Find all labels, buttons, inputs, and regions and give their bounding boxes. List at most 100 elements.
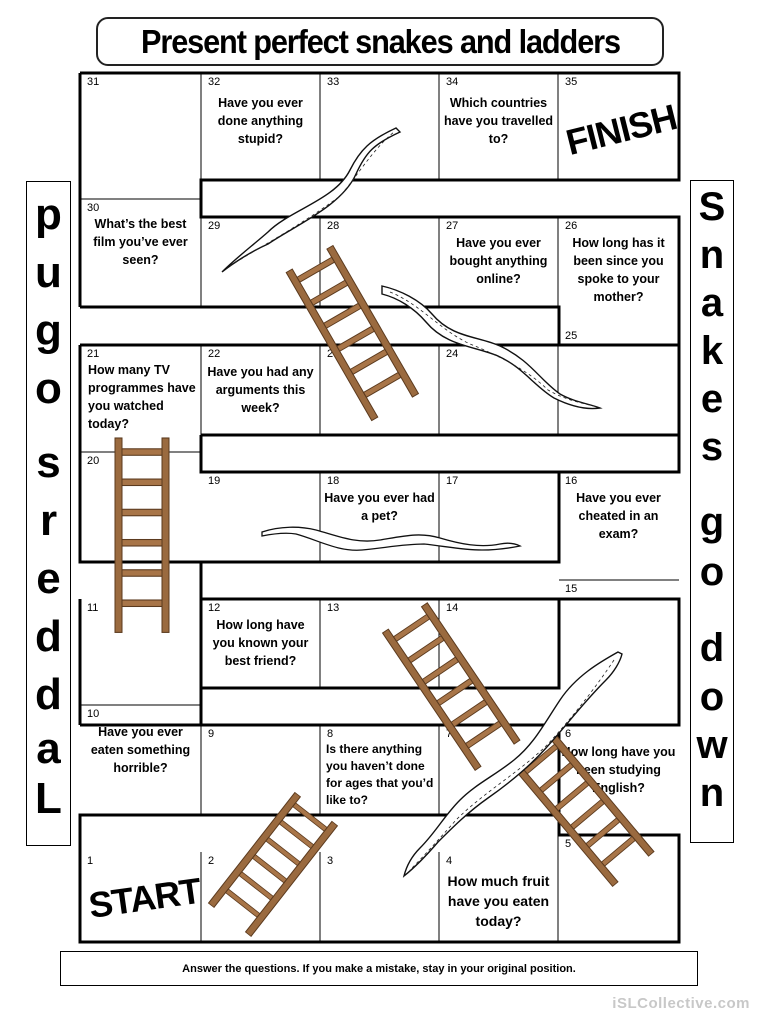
square-number: 26: [565, 220, 578, 232]
square-22: 22 Have you had any arguments this week?: [201, 345, 320, 435]
square-2: 2: [201, 852, 320, 942]
snake: [381, 285, 603, 410]
right-banner-letter: o: [699, 675, 725, 719]
square-1: 1: [80, 852, 201, 942]
snake: [402, 651, 623, 878]
right-banner-letter: d: [699, 626, 725, 670]
right-banner-letter: a: [700, 281, 724, 325]
square-10: 10 Have you ever eaten something horribl…: [80, 705, 201, 815]
left-banner-letter: L: [35, 774, 62, 823]
square-29: 29: [201, 217, 320, 307]
square-number: 10: [87, 708, 100, 720]
square-number: 19: [208, 475, 221, 487]
square-number: 15: [565, 583, 578, 595]
left-banner-letter: e: [36, 554, 61, 603]
square-question: How long has it been since you spoke to …: [572, 236, 665, 304]
square-number: 34: [446, 76, 459, 88]
left-banner-letter: o: [35, 364, 62, 413]
ladder: [114, 437, 170, 633]
square-34: 34 Which countries have you travelled to…: [439, 73, 558, 180]
square-24: 24: [439, 345, 558, 435]
square-32: 32 Have you ever done anything stupid?: [201, 73, 320, 180]
square-35: 35: [558, 73, 679, 180]
square-12: 12 How long have you known your best fri…: [201, 599, 320, 688]
square-9: 9: [201, 725, 320, 815]
right-banner-letter: g: [699, 500, 725, 544]
square-number: 17: [446, 475, 459, 487]
snake: [221, 127, 402, 273]
square-number: 1: [87, 855, 94, 867]
brand-watermark: iSLCollective.com: [612, 995, 750, 1012]
square-26: 26 How long has it been since you spoke …: [558, 217, 679, 327]
title-banner: Present perfect snakes and ladders: [96, 17, 664, 66]
left-banner-letter: u: [35, 248, 62, 297]
square-number: 12: [208, 602, 221, 614]
ladder: [208, 791, 338, 937]
square-number: 6: [565, 728, 572, 740]
square-question: How many TV programmes have you watched …: [88, 363, 196, 431]
square-question: Have you ever had a pet?: [324, 491, 435, 523]
square-18: 18 Have you ever had a pet?: [320, 472, 439, 562]
square-number: 20: [87, 455, 100, 467]
square-25: 25: [558, 327, 679, 435]
square-question: Have you ever bought anything online?: [449, 236, 548, 286]
square-number: 35: [565, 76, 578, 88]
square-13: 13: [320, 599, 439, 688]
right-banner-letter: k: [700, 329, 724, 373]
square-14: 14: [439, 599, 558, 688]
square-question: Have you had any arguments this week?: [207, 365, 314, 415]
square-number: 9: [208, 728, 215, 740]
square-number: 33: [327, 76, 340, 88]
square-33: 33: [320, 73, 439, 180]
square-question: How much fruit have you eaten today?: [447, 873, 550, 929]
square-question: What’s the best film you’ve ever seen?: [93, 217, 188, 267]
square-5: 5: [558, 835, 679, 942]
square-number: 4: [446, 855, 453, 867]
square-3: 3: [320, 852, 439, 942]
square-27: 27 Have you ever bought anything online?: [439, 217, 558, 307]
left-banner-letter: a: [36, 724, 61, 773]
left-banner-letter: s: [36, 438, 61, 487]
square-number: 21: [87, 348, 100, 360]
square-4: 4 How much fruit have you eaten today?: [439, 852, 558, 942]
square-16: 16 Have you ever cheated in an exam?: [558, 472, 679, 580]
square-number: 28: [327, 220, 340, 232]
square-11: 11: [80, 599, 201, 705]
left-banner-letter: g: [35, 306, 62, 355]
square-question: Have you ever eaten something horrible?: [90, 725, 191, 775]
right-banner-letter: w: [696, 723, 728, 767]
square-question: Have you ever done anything stupid?: [217, 96, 304, 146]
square-7: 7: [439, 725, 558, 815]
right-banner-letter: n: [699, 233, 725, 277]
square-number: 7: [446, 728, 453, 740]
square-number: 18: [327, 475, 340, 487]
square-number: 3: [327, 855, 334, 867]
square-number: 30: [87, 202, 100, 214]
left-banner-letter: r: [39, 496, 58, 545]
right-banner-letter: o: [699, 550, 725, 594]
left-banner-letter: d: [35, 670, 62, 719]
right-banner-letter: n: [699, 771, 725, 815]
square-31: 31: [80, 73, 201, 180]
square-number: 25: [565, 330, 578, 342]
square-30: 30 What’s the best film you’ve ever seen…: [80, 199, 201, 307]
square-number: 29: [208, 220, 221, 232]
square-6: 6 How long have you been studying Englis…: [558, 725, 679, 835]
square-21: 21 How many TV programmes have you watch…: [80, 345, 201, 452]
square-number: 8: [327, 728, 334, 740]
square-number: 14: [446, 602, 459, 614]
square-number: 5: [565, 838, 572, 850]
square-17: 17: [439, 472, 558, 562]
square-number: 32: [208, 76, 221, 88]
square-8: 8 Is there anything you haven’t done for…: [320, 725, 439, 815]
left-banner-letter: p: [35, 190, 62, 239]
square-question: How long have you been studying English?: [561, 745, 676, 795]
square-number: 13: [327, 602, 340, 614]
snake: [261, 526, 522, 551]
left-banner-letter: d: [35, 612, 62, 661]
square-number: 22: [208, 348, 221, 360]
square-number: 16: [565, 475, 578, 487]
square-question: Is there anything you haven’t done for a…: [326, 742, 434, 807]
square-number: 11: [87, 602, 99, 614]
